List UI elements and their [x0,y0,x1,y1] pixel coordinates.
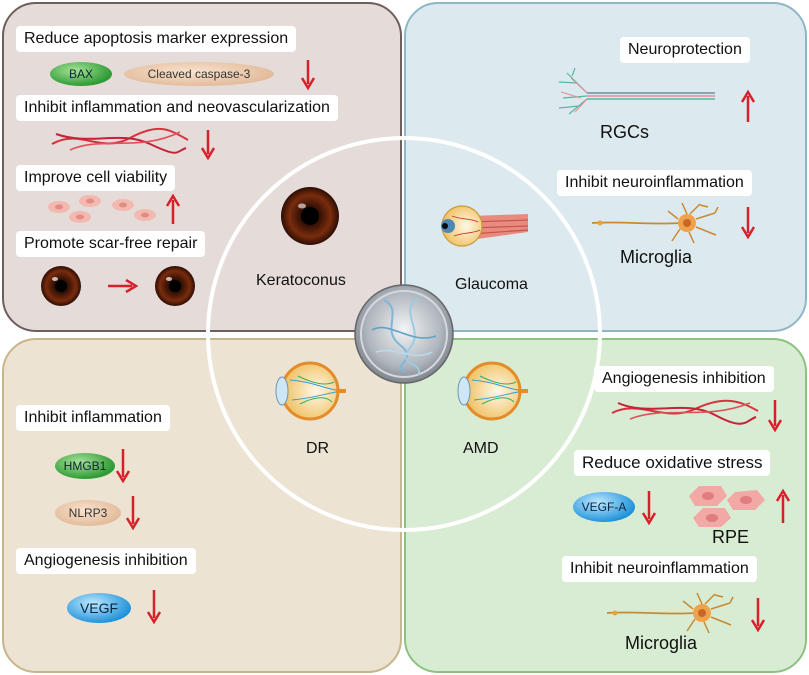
oxidative-stress-label: Reduce oxidative stress [574,450,771,476]
vessels-icon [51,127,189,154]
glaucoma-label: Glaucoma [455,276,528,293]
nlrp3-pill: NLRP3 [55,500,121,526]
microglia-caption-amd: Microglia [625,633,698,653]
cell-viability-label: Improve cell viability [16,165,176,191]
neuroprotection-label: Neuroprotection [620,37,750,63]
down-arrow-icon [750,598,766,633]
down-arrow-icon [641,491,657,526]
rgcs-caption: RGCs [600,122,649,142]
down-arrow-icon [767,400,783,433]
microglia-caption: Microglia [620,247,693,267]
vegf-pill: VEGF [67,593,131,623]
dr-label: DR [306,440,330,457]
up-arrow-icon [740,89,756,122]
amd-eye-icon [457,361,528,421]
glaucoma-eye-icon [441,205,529,247]
neuroinflammation-label-amd: Inhibit neuroinflammation [562,556,757,582]
angiogenesis-inhibition-label-dr: Angiogenesis inhibition [16,548,196,574]
keratoconus-label: Keratoconus [256,272,346,289]
apoptosis-label: Reduce apoptosis marker expression [16,26,297,52]
vessels-icon [611,399,759,425]
microglia-icon [606,592,734,634]
inhibit-inflammation-label: Inhibit inflammation [16,405,170,431]
rpe-caption: RPE [712,527,750,547]
cleaved-caspase-3-pill: Cleaved caspase-3 [124,62,274,86]
iris-icon [281,187,339,245]
down-arrow-icon [146,590,162,625]
down-arrow-icon [300,60,316,91]
down-arrow-icon [740,207,756,240]
vegf-a-pill: VEGF-A [573,492,635,522]
cornea-repair-icon [41,266,195,306]
amd-label: AMD [463,440,499,457]
angiogenesis-inhibition-label-amd: Angiogenesis inhibition [594,366,774,392]
microglia-icon [591,202,719,244]
down-arrow-icon [200,130,216,161]
hmgb1-pill: HMGB1 [55,453,115,479]
down-arrow-icon [115,449,131,484]
rpe-cells-icon [689,486,765,527]
cells-icon [48,195,156,223]
scar-free-repair-label: Promote scar-free repair [16,231,206,257]
up-arrow-icon [775,488,791,523]
rgc-neuron-icon [558,67,715,115]
dr-eye-icon [275,361,346,421]
up-arrow-icon [165,193,181,224]
neuroinflammation-label: Inhibit neuroinflammation [557,170,752,196]
bax-pill: BAX [50,62,112,86]
inflammation-neovascularization-label: Inhibit inflammation and neovascularizat… [16,95,338,121]
down-arrow-icon [125,496,141,531]
